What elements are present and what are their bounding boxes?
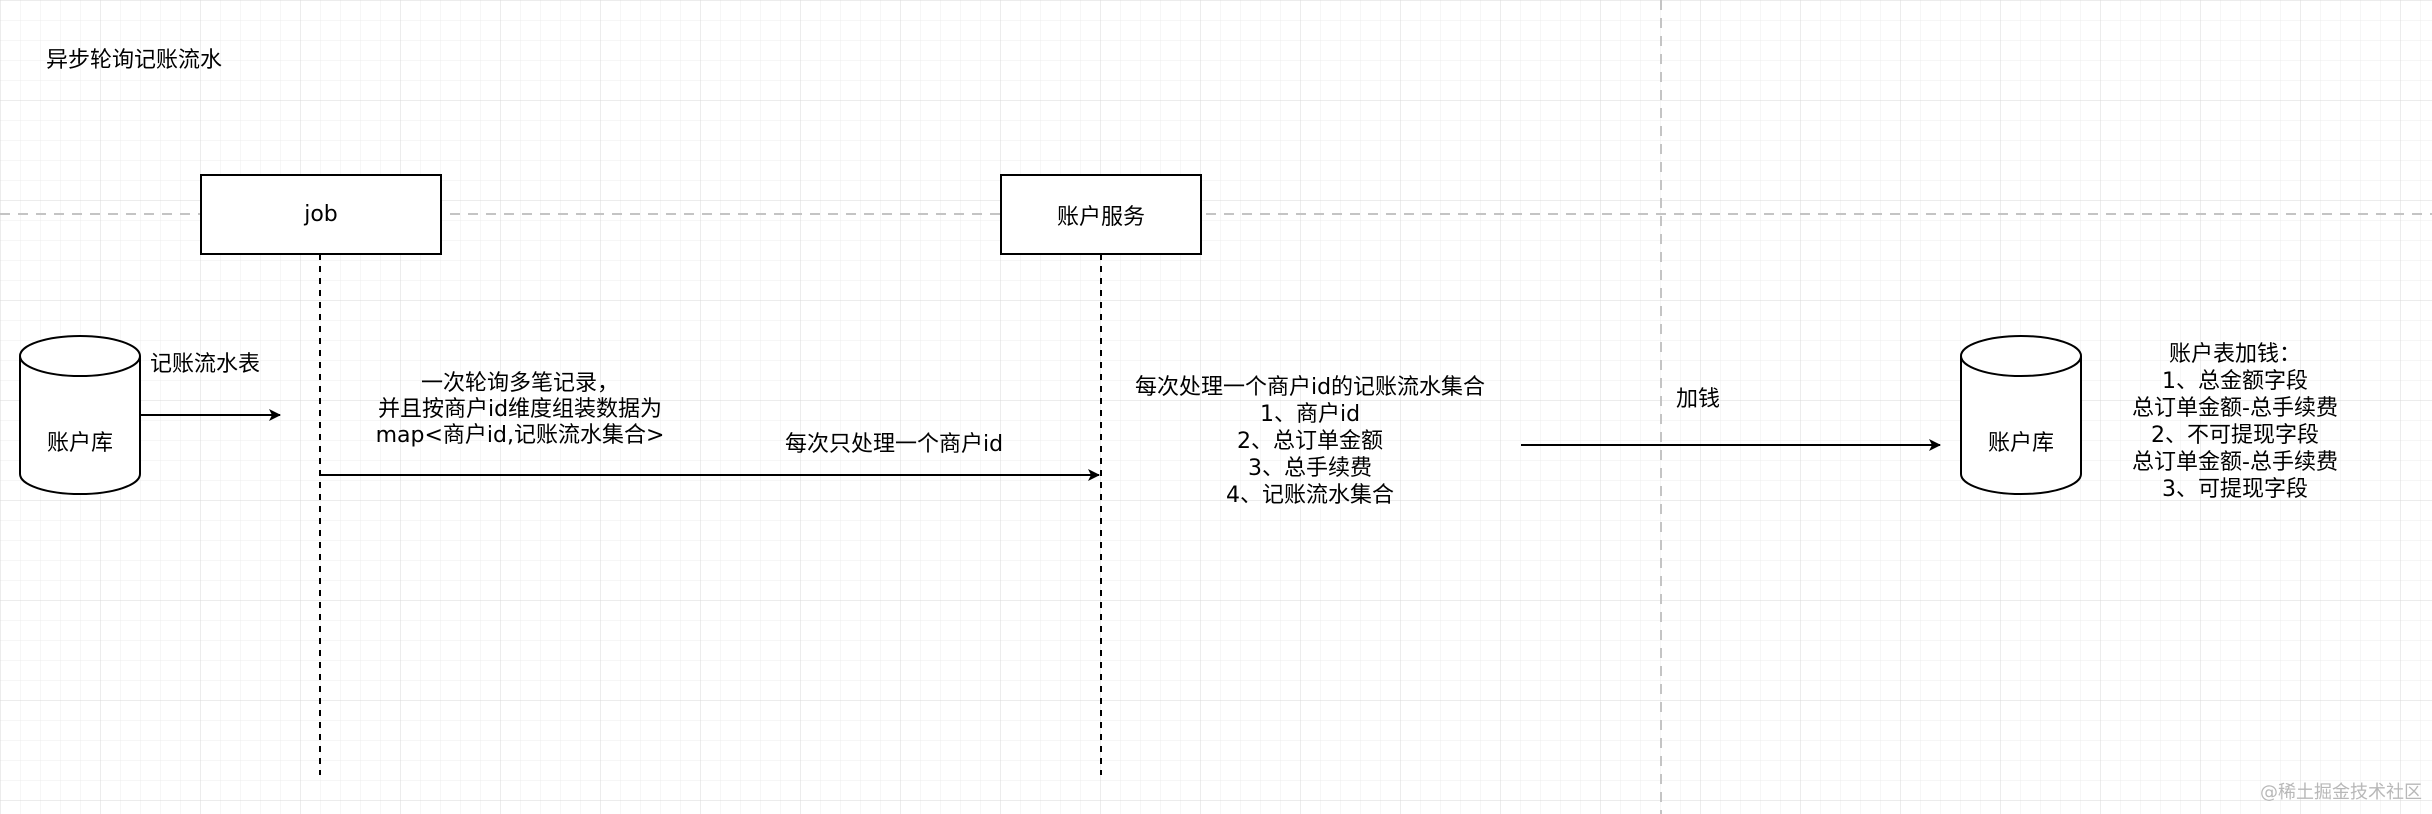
account-table-notes: 账户表加钱： 1、总金额字段 总订单金额-总手续费 2、不可提现字段 总订单金额… bbox=[2110, 341, 2360, 503]
service-desc-title: 每次处理一个商户id的记账流水集合 bbox=[1134, 375, 1486, 400]
right-notes-item-3: 3、可提现字段 bbox=[2162, 477, 2308, 502]
watermark: @稀土掘金技术社区 bbox=[2260, 782, 2422, 803]
service-desc-item-1: 1、商户id bbox=[1259, 402, 1361, 427]
job-label: job bbox=[304, 202, 338, 227]
job-description: 一次轮询多笔记录， 并且按商户id维度组装数据为 map<商户id,记账流水集合… bbox=[360, 371, 680, 449]
right-notes-item-1: 1、总金额字段 bbox=[2162, 369, 2308, 394]
job-box[interactable] bbox=[200, 174, 442, 255]
service-desc-item-2: 2、总订单金额 bbox=[1237, 429, 1383, 454]
right-notes-item-2: 2、不可提现字段 bbox=[2151, 423, 2319, 448]
left-database-label: 账户库 bbox=[46, 431, 113, 456]
account-service-label: 账户服务 bbox=[1056, 204, 1145, 230]
job-desc-line3: map<商户id,记账流水集合> bbox=[375, 423, 665, 448]
job-desc-line1: 一次轮询多笔记录， bbox=[420, 371, 619, 396]
service-desc-item-4: 4、记账流水集合 bbox=[1226, 483, 1394, 508]
job-to-service-label: 每次只处理一个商户id bbox=[785, 432, 1004, 457]
job-desc-line2: 并且按商户id维度组装数据为 bbox=[377, 397, 663, 422]
right-database-label: 账户库 bbox=[1987, 431, 2054, 456]
add-money-label: 加钱 bbox=[1676, 387, 1721, 412]
account-service-box[interactable] bbox=[1000, 174, 1202, 255]
diagram-title: 异步轮询记账流水 bbox=[46, 48, 223, 73]
db-to-job-label: 记账流水表 bbox=[150, 352, 261, 377]
right-notes-title: 账户表加钱： bbox=[2168, 342, 2301, 367]
service-desc-item-3: 3、总手续费 bbox=[1248, 456, 1372, 481]
service-description: 每次处理一个商户id的记账流水集合 1、商户id 2、总订单金额 3、总手续费 … bbox=[1110, 374, 1510, 509]
left-database-cylinder[interactable] bbox=[19, 335, 141, 495]
right-notes-item-1-detail: 总订单金额-总手续费 bbox=[2132, 396, 2338, 421]
right-database-cylinder[interactable] bbox=[1960, 335, 2082, 495]
right-notes-item-2-detail: 总订单金额-总手续费 bbox=[2132, 450, 2338, 475]
